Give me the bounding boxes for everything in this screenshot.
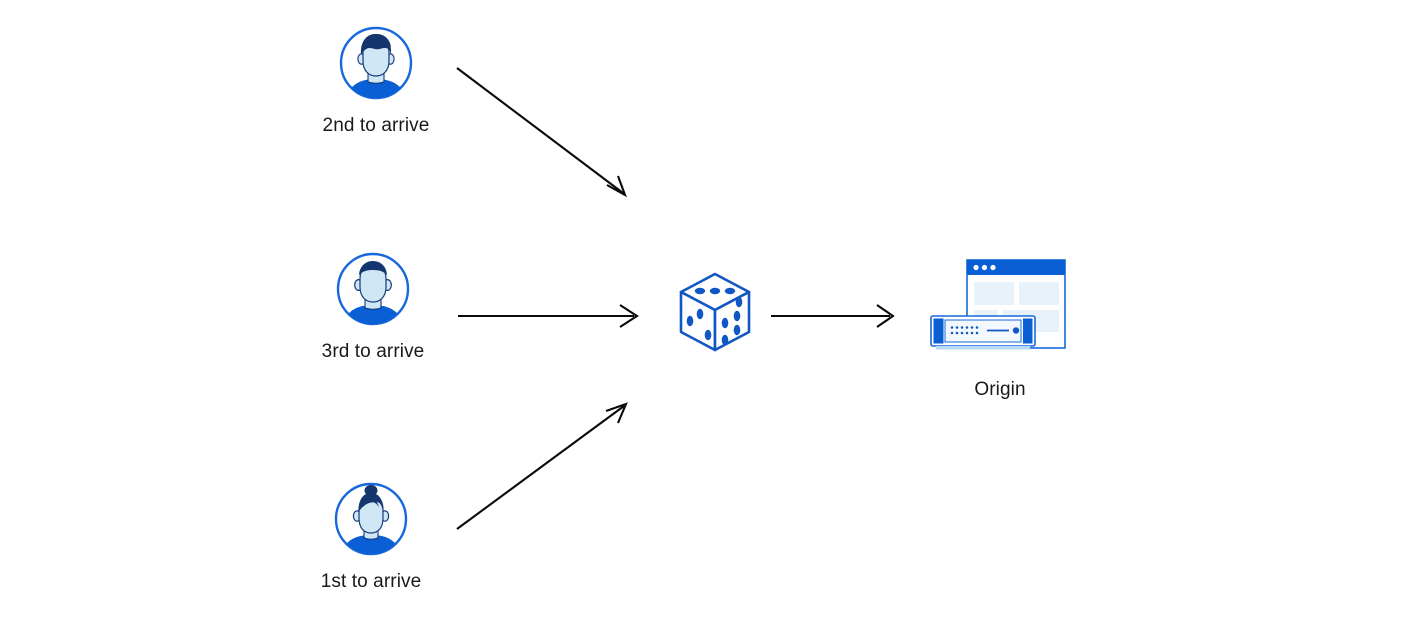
origin-server-icon	[930, 259, 1066, 350]
node-label: 1st to arrive	[320, 571, 422, 592]
node-label: 3rd to arrive	[321, 341, 425, 362]
node-randomizer[interactable]	[655, 266, 775, 358]
arrow-user-top-to-dice	[456, 67, 627, 198]
server-appliance-icon	[930, 315, 1036, 350]
user-avatar-icon	[336, 252, 410, 326]
node-user-1st-to-arrive[interactable]: 1st to arrive	[291, 481, 451, 591]
node-origin[interactable]: Origin	[890, 256, 1110, 399]
node-user-2nd-to-arrive[interactable]: 2nd to arrive	[296, 25, 456, 135]
user-avatar-icon	[339, 26, 413, 100]
dice-icon	[679, 272, 751, 352]
node-label: Origin	[974, 379, 1026, 400]
user-avatar-icon	[334, 482, 408, 556]
arrow-user-bottom-to-dice	[456, 402, 628, 530]
arrow-dice-to-origin	[771, 304, 895, 328]
node-label: 2nd to arrive	[322, 115, 430, 136]
arrow-user-middle-to-dice	[458, 304, 639, 328]
node-user-3rd-to-arrive[interactable]: 3rd to arrive	[293, 251, 453, 361]
